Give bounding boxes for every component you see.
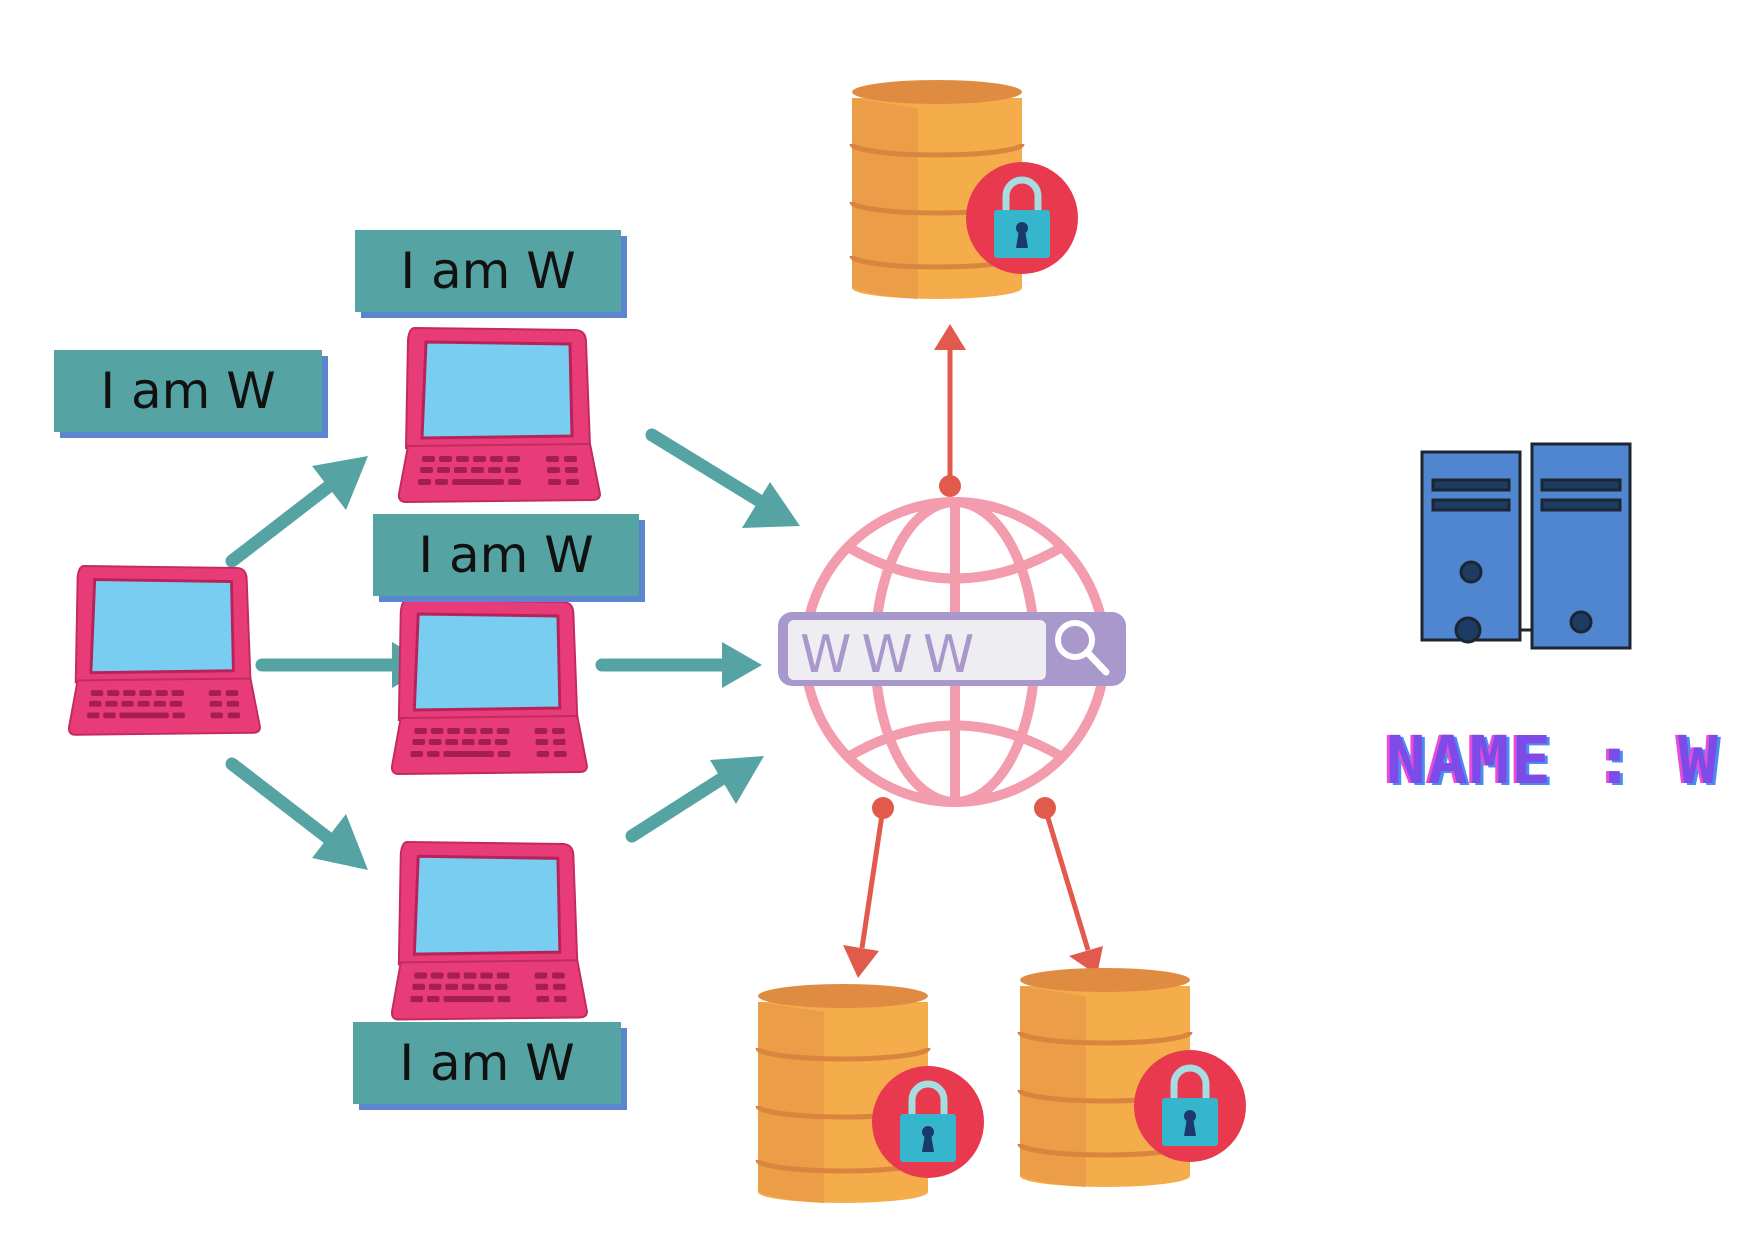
label-middle: I am W [373, 514, 645, 602]
arrow-to-bottom-laptop [225, 757, 335, 845]
server-name-label: NAME : W [1386, 722, 1720, 799]
arrow-to-top-laptop [225, 480, 335, 568]
connector-dot [939, 475, 961, 497]
arrow-to-bottom-left-database [859, 807, 886, 949]
arrowhead [934, 324, 966, 350]
locked-database-icon [852, 80, 1078, 299]
arrowhead [1069, 946, 1103, 975]
arrowhead [843, 945, 879, 978]
label-bottom: I am W [353, 1022, 627, 1110]
label-text: I am W [353, 1022, 621, 1104]
laptop-icon [67, 564, 262, 737]
arrowhead [312, 814, 368, 870]
laptop-icon [397, 326, 602, 504]
label-text: I am W [54, 350, 322, 432]
arrow-top-laptop-to-globe [645, 428, 765, 507]
search-bar-text: WWW [800, 625, 984, 685]
client-connector-arrows [225, 428, 765, 845]
connector-dot [1034, 797, 1056, 819]
locked-database-icon [758, 984, 984, 1203]
arrow-to-bottom-right-database [1042, 807, 1091, 951]
arrowhead [312, 456, 368, 510]
connector-dot [872, 797, 894, 819]
arrowhead [742, 482, 800, 528]
label-text: I am W [355, 230, 621, 312]
arrow-bottom-laptop-to-globe [625, 769, 733, 843]
laptop-icon [390, 840, 589, 1022]
arrowhead [722, 642, 762, 688]
database-connector-arrows [859, 350, 1091, 951]
arrowhead [710, 756, 764, 804]
laptop-icon [390, 598, 589, 776]
server-icon [1420, 442, 1632, 650]
label-top: I am W [355, 230, 627, 318]
locked-database-icon [1020, 968, 1246, 1187]
label-left: I am W [54, 350, 328, 438]
label-text: I am W [373, 514, 639, 596]
globe-search-icon: WWW [778, 497, 1126, 807]
